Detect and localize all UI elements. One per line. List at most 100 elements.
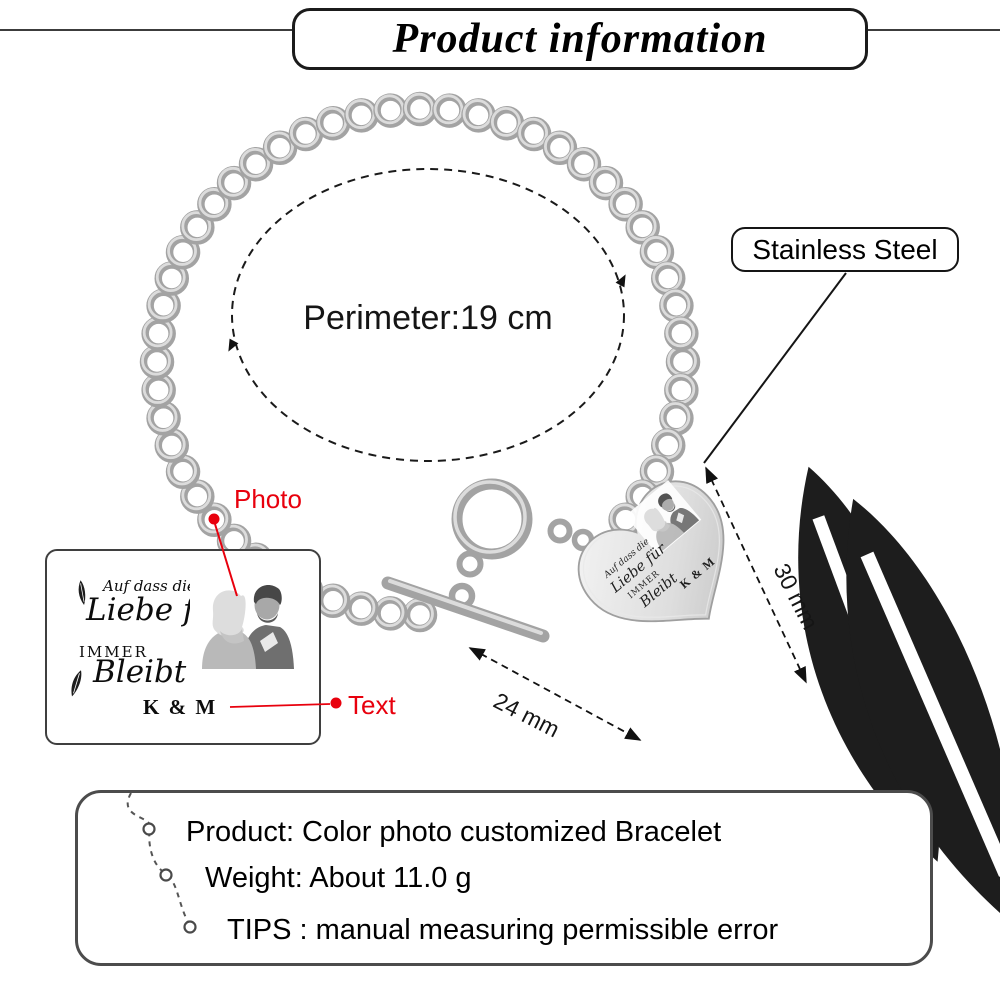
heart-photo — [625, 479, 702, 556]
toggle-clasp-ring — [451, 478, 533, 560]
text-callout-dot — [330, 697, 342, 709]
chain-link — [664, 316, 699, 351]
perimeter-annotation: Perimeter:19 cm — [228, 168, 626, 462]
detail-weight: Weight: About 11.0 g — [205, 862, 472, 894]
engraving-line: IMMER — [626, 569, 662, 601]
chain-link — [141, 316, 176, 351]
chain-link — [373, 93, 408, 128]
chain-link — [262, 130, 298, 166]
chain-link — [139, 344, 175, 380]
engraving-card: Auf dass die Liebe für IMMER Bleibt K & … — [45, 549, 321, 745]
chain-link-highlight — [198, 188, 229, 218]
perimeter-ellipse — [231, 168, 625, 462]
dimension-line-width — [468, 647, 642, 741]
chain-link — [141, 373, 176, 408]
card-engraving-line: Bleibt — [93, 654, 187, 690]
chain-link-highlight — [652, 429, 683, 460]
toggle-clasp-bar — [381, 576, 550, 643]
card-engraving-line: IMMER — [79, 643, 148, 661]
chain-link — [154, 428, 190, 463]
toggle-clasp-bar-highlight — [388, 579, 543, 635]
chain-link — [180, 210, 215, 245]
chain-link-highlight — [142, 374, 173, 404]
chain-link — [542, 130, 578, 166]
chain-link — [146, 288, 181, 323]
chain-link — [197, 502, 232, 537]
chain-link-highlight — [626, 211, 657, 241]
photo-callout-label: Photo — [234, 484, 302, 514]
jump-ring-icon — [456, 550, 484, 578]
chain-link — [165, 454, 201, 490]
chain-link-highlight — [317, 584, 348, 615]
chain-link-highlight — [641, 455, 671, 486]
chain-link-highlight — [374, 597, 405, 628]
chain-link — [402, 597, 438, 633]
chain-link — [588, 165, 624, 201]
chain-link — [608, 502, 643, 537]
chain-link-highlight — [433, 94, 464, 125]
chain-link-highlight — [462, 99, 493, 129]
chain-link — [639, 234, 675, 270]
detail-product: Product: Color photo customized Bracelet — [186, 816, 722, 848]
card-engraving-line: Auf dass die — [103, 577, 196, 595]
text-callout-label: Text — [348, 690, 396, 720]
arrowhead-icon — [228, 338, 239, 352]
chain-link-highlight — [147, 402, 178, 432]
chain-link-highlight — [345, 99, 376, 129]
chain-link-highlight — [181, 211, 212, 241]
chain-link-highlight — [652, 262, 683, 293]
chain-link-highlight — [345, 592, 376, 623]
chain-link — [625, 479, 660, 514]
chain-link — [146, 401, 181, 436]
chain-link — [197, 187, 232, 222]
chain-link — [216, 165, 252, 201]
page-title: Product information — [392, 16, 768, 62]
chain-link-highlight — [155, 429, 186, 460]
chain-link — [659, 288, 694, 323]
chain-link — [373, 596, 408, 631]
chain-link — [154, 261, 190, 296]
chain-link — [180, 479, 215, 514]
chain-link-highlight — [665, 374, 696, 404]
feather-icon — [66, 668, 90, 706]
chain-link — [344, 591, 379, 626]
chain-link — [516, 116, 552, 152]
chain-link-highlight — [590, 166, 620, 197]
chain-link — [315, 105, 351, 141]
chain-link — [566, 146, 602, 182]
couple-photo — [189, 571, 299, 676]
chain-link-highlight — [544, 131, 574, 162]
chain-link — [461, 98, 496, 133]
chain-link-highlight — [264, 131, 294, 162]
chain-link-highlight — [181, 480, 212, 511]
chain-link-highlight — [141, 345, 171, 376]
chain-link-highlight — [218, 166, 248, 197]
heart-charm-bevel — [582, 485, 720, 618]
chain-link-highlight — [404, 598, 434, 629]
chain-link-highlight — [198, 503, 229, 534]
chain-link — [664, 373, 699, 408]
stainless-steel-badge: Stainless Steel — [731, 227, 959, 272]
chain-link-highlight — [609, 188, 640, 218]
chain-link-highlight — [609, 503, 640, 534]
chain-link-highlight — [518, 117, 549, 148]
perimeter-label: Perimeter:19 cm — [303, 299, 552, 337]
chain-link-highlight — [665, 317, 696, 348]
engraving-line: Liebe für — [607, 540, 670, 597]
chain-link-highlight — [660, 402, 691, 432]
chain-link-highlight — [167, 236, 197, 266]
chain-link-highlight — [147, 289, 178, 320]
heart-charm-body — [577, 480, 725, 623]
chain-link — [344, 98, 379, 133]
chain-link — [288, 116, 324, 152]
photo-callout-dot — [208, 513, 220, 525]
chain-link-highlight — [568, 147, 598, 178]
chain-link — [165, 234, 201, 270]
jump-ring-icon — [571, 528, 595, 552]
stainless-steel-label: Stainless Steel — [752, 233, 938, 265]
jump-ring-icon — [448, 582, 476, 610]
engraving-line: Bleibt — [636, 570, 681, 611]
chain-link — [659, 401, 694, 436]
charm-dimensions: 24 mm 30 mm — [468, 466, 824, 742]
